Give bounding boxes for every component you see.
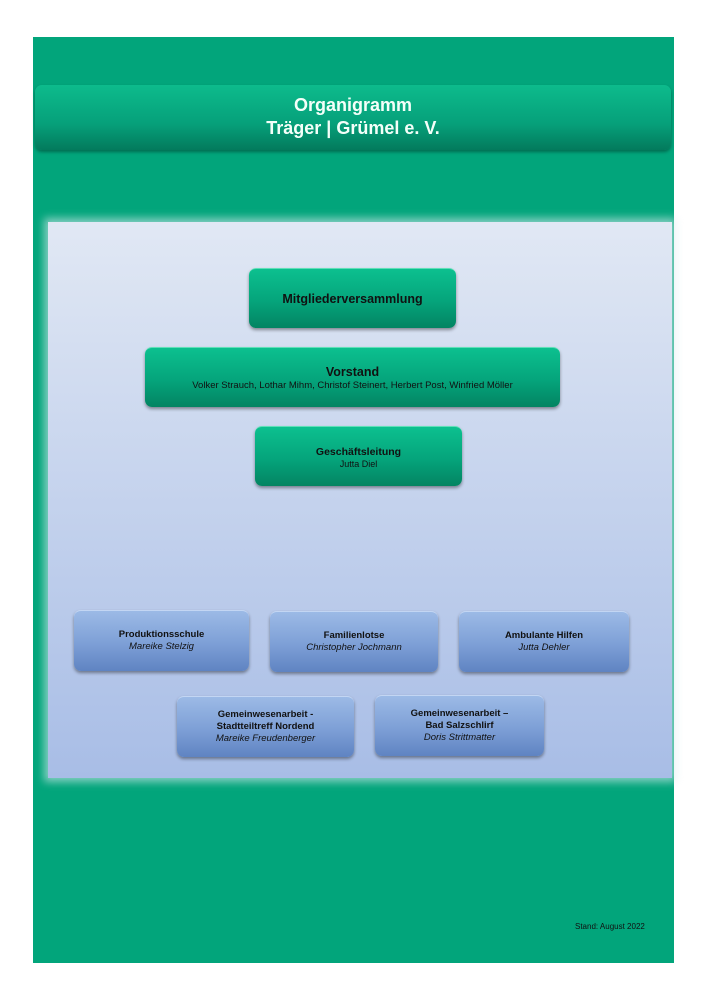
title: Organigramm bbox=[293, 95, 413, 115]
node-person: Christopher Jochmann bbox=[306, 642, 402, 653]
title-banner: Organigramm Träger | Grümel e. V. bbox=[35, 85, 671, 150]
node-gwa-bad-salzschlirf: Gemeinwesenarbeit – Bad Salzschlirf Dori… bbox=[375, 695, 544, 756]
node-person: Jutta Dehler bbox=[518, 642, 570, 653]
node-title: Vorstand bbox=[325, 365, 380, 379]
node-title: Gemeinwesenarbeit - bbox=[217, 709, 314, 720]
subtitle: Träger | Grümel e. V. bbox=[266, 118, 440, 138]
node-mitgliederversammlung: Mitgliederversammlung bbox=[249, 268, 456, 328]
node-geschaeftsleitung: Geschäftsleitung Jutta Diel bbox=[255, 426, 462, 486]
node-title: Gemeinwesenarbeit – bbox=[410, 708, 509, 719]
node-gwa-nordend: Gemeinwesenarbeit - Stadtteiltreff Norde… bbox=[177, 696, 354, 757]
node-title: Geschäftsleitung bbox=[315, 445, 402, 458]
node-title: Mitgliederversammlung bbox=[282, 291, 423, 306]
node-produktionsschule: Produktionsschule Mareike Stelzig bbox=[74, 610, 249, 671]
node-ambulante-hilfen: Ambulante Hilfen Jutta Dehler bbox=[459, 611, 629, 672]
node-vorstand: Vorstand Volker Strauch, Lothar Mihm, Ch… bbox=[145, 347, 560, 407]
node-title: Ambulante Hilfen bbox=[504, 630, 584, 641]
node-title-2: Stadtteiltreff Nordend bbox=[216, 721, 315, 732]
node-title: Familienlotse bbox=[323, 630, 385, 641]
node-person: Doris Strittmatter bbox=[423, 732, 496, 743]
node-people: Jutta Diel bbox=[339, 458, 378, 469]
node-familienlotse: Familienlotse Christopher Jochmann bbox=[270, 611, 438, 672]
node-people: Volker Strauch, Lothar Mihm, Christof St… bbox=[192, 380, 513, 391]
node-title: Produktionsschule bbox=[118, 629, 205, 640]
node-person: Mareike Freudenberger bbox=[215, 733, 316, 744]
node-title-2: Bad Salzschlirf bbox=[425, 720, 494, 731]
node-person: Mareike Stelzig bbox=[129, 641, 194, 652]
date-stamp: Stand: August 2022 bbox=[575, 922, 645, 931]
